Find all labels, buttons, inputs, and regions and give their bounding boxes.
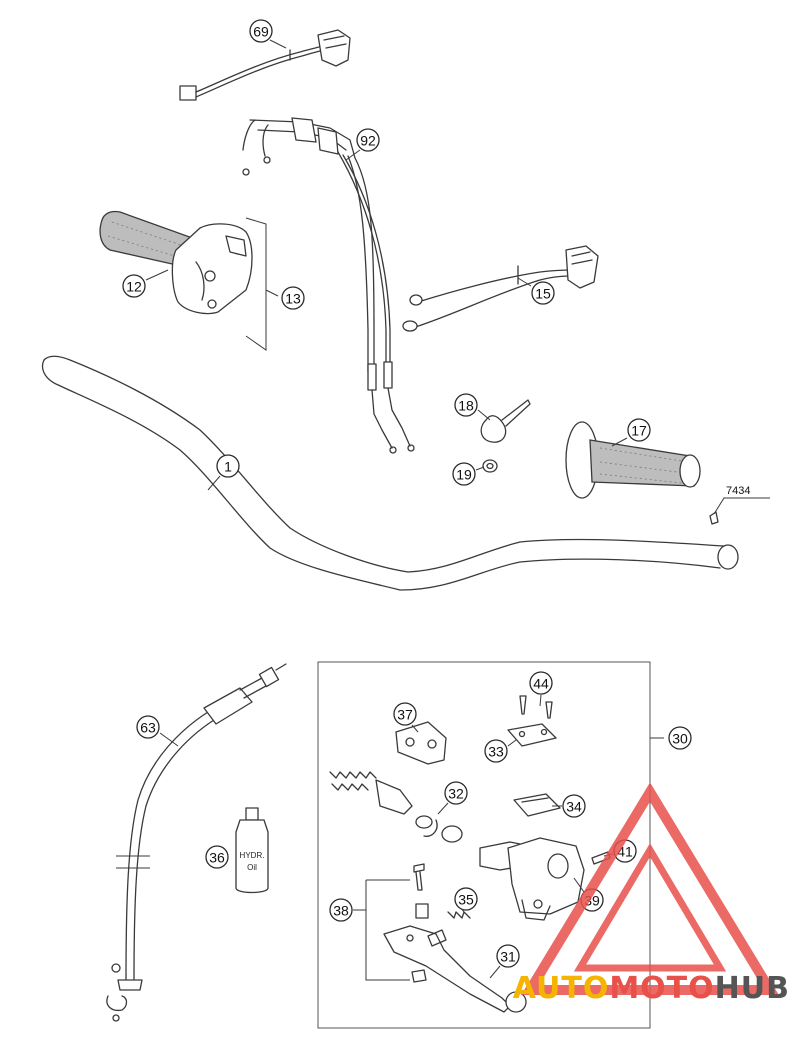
handlebar-part	[41, 355, 739, 591]
callout-circle	[531, 281, 555, 305]
callout-circle	[216, 454, 240, 478]
reference-number: 7434	[726, 485, 750, 497]
piston-spring-part	[329, 771, 463, 843]
callout-35: 35	[454, 887, 478, 911]
callout-label: 92	[360, 133, 376, 149]
callout-circle	[452, 462, 476, 486]
watermark-logo: AUTOMOTOHUB	[513, 782, 790, 1006]
watermark-text: AUTOMOTOHUB	[513, 971, 790, 1006]
left-grip-part	[565, 421, 701, 499]
callout-circle	[393, 702, 417, 726]
callout-19: 19	[452, 462, 476, 486]
callout-label: 38	[333, 903, 349, 919]
callout-34: 34	[562, 794, 586, 818]
callout-30: 30	[668, 726, 692, 750]
handlebar-switch-part	[402, 245, 599, 332]
callout-circle	[496, 944, 520, 968]
callout-label: 30	[672, 731, 688, 747]
callout-label: 33	[488, 744, 504, 760]
callout-circle	[562, 794, 586, 818]
callout-label: 1	[224, 459, 232, 475]
callout-36: 36	[205, 845, 229, 869]
callout-label: 32	[448, 786, 464, 802]
watermark-word-auto: AUTO	[513, 971, 610, 1006]
callout-circle	[444, 781, 468, 805]
watermark-word-moto: MOTO	[609, 971, 714, 1006]
pivot-bolt-part	[365, 863, 429, 983]
callout-label: 35	[458, 892, 474, 908]
watermark-triangle-icon	[521, 782, 779, 995]
callout-circle	[668, 726, 692, 750]
throttle-grip-part	[99, 210, 253, 315]
callout-label: 34	[566, 799, 582, 815]
callout-label: 12	[126, 279, 142, 295]
throttle-cables-part	[242, 117, 415, 454]
callout-label: 18	[458, 398, 474, 414]
reservoir-cover-part	[507, 723, 557, 747]
callout-circle	[122, 274, 146, 298]
master-cylinder-body	[479, 837, 585, 921]
callout-label: 63	[140, 720, 156, 736]
callout-18: 18	[454, 393, 478, 417]
cover-screws	[519, 695, 553, 719]
callout-44: 44	[529, 671, 553, 695]
callout-circle	[454, 393, 478, 417]
callout-circle	[136, 715, 160, 739]
reference-marker: 7434	[709, 485, 770, 525]
cable-tie-part	[480, 399, 531, 443]
callout-31: 31	[496, 944, 520, 968]
callout-label: 69	[253, 24, 269, 40]
callout-12: 12	[122, 274, 146, 298]
hydraulic-oil-bottle: HYDR. Oil	[235, 807, 269, 894]
watermark-word-hub: HUB	[715, 971, 790, 1006]
callout-circle	[484, 739, 508, 763]
throttle-housing-outline	[245, 217, 279, 351]
callout-circle	[281, 286, 305, 310]
diaphragm-part	[513, 793, 561, 817]
callout-13: 13	[281, 286, 305, 310]
brake-lever-part	[383, 925, 527, 1013]
callout-17: 17	[627, 418, 651, 442]
callout-circle	[627, 418, 651, 442]
leader-lines	[145, 39, 628, 979]
callout-63: 63	[136, 715, 160, 739]
callout-label: 37	[397, 707, 413, 723]
callout-32: 32	[444, 781, 468, 805]
clamp-part	[395, 721, 447, 765]
callout-33: 33	[484, 739, 508, 763]
callout-1: 1	[216, 454, 240, 478]
bottle-label-line1: HYDR.	[240, 851, 265, 860]
callout-label: 19	[456, 467, 472, 483]
callout-circle	[249, 19, 273, 43]
brake-line-part	[106, 663, 287, 1022]
callout-label: 44	[533, 676, 549, 692]
callout-label: 15	[535, 286, 551, 302]
bottle-label-line2: Oil	[247, 863, 257, 872]
callout-circle	[205, 845, 229, 869]
callout-69: 69	[249, 19, 273, 43]
callout-label: 31	[500, 949, 516, 965]
callout-38: 38	[329, 898, 353, 922]
callout-circle	[356, 128, 380, 152]
callout-circle	[454, 887, 478, 911]
callout-37: 37	[393, 702, 417, 726]
callout-92: 92	[356, 128, 380, 152]
callout-label: 17	[631, 423, 647, 439]
kill-switch-part	[179, 29, 351, 101]
callout-label: 36	[209, 850, 225, 866]
lever-spring-part	[447, 911, 471, 919]
callout-15: 15	[531, 281, 555, 305]
sleeve-part	[482, 459, 498, 473]
callout-circle	[329, 898, 353, 922]
callout-label: 13	[285, 291, 301, 307]
callout-circle	[529, 671, 553, 695]
